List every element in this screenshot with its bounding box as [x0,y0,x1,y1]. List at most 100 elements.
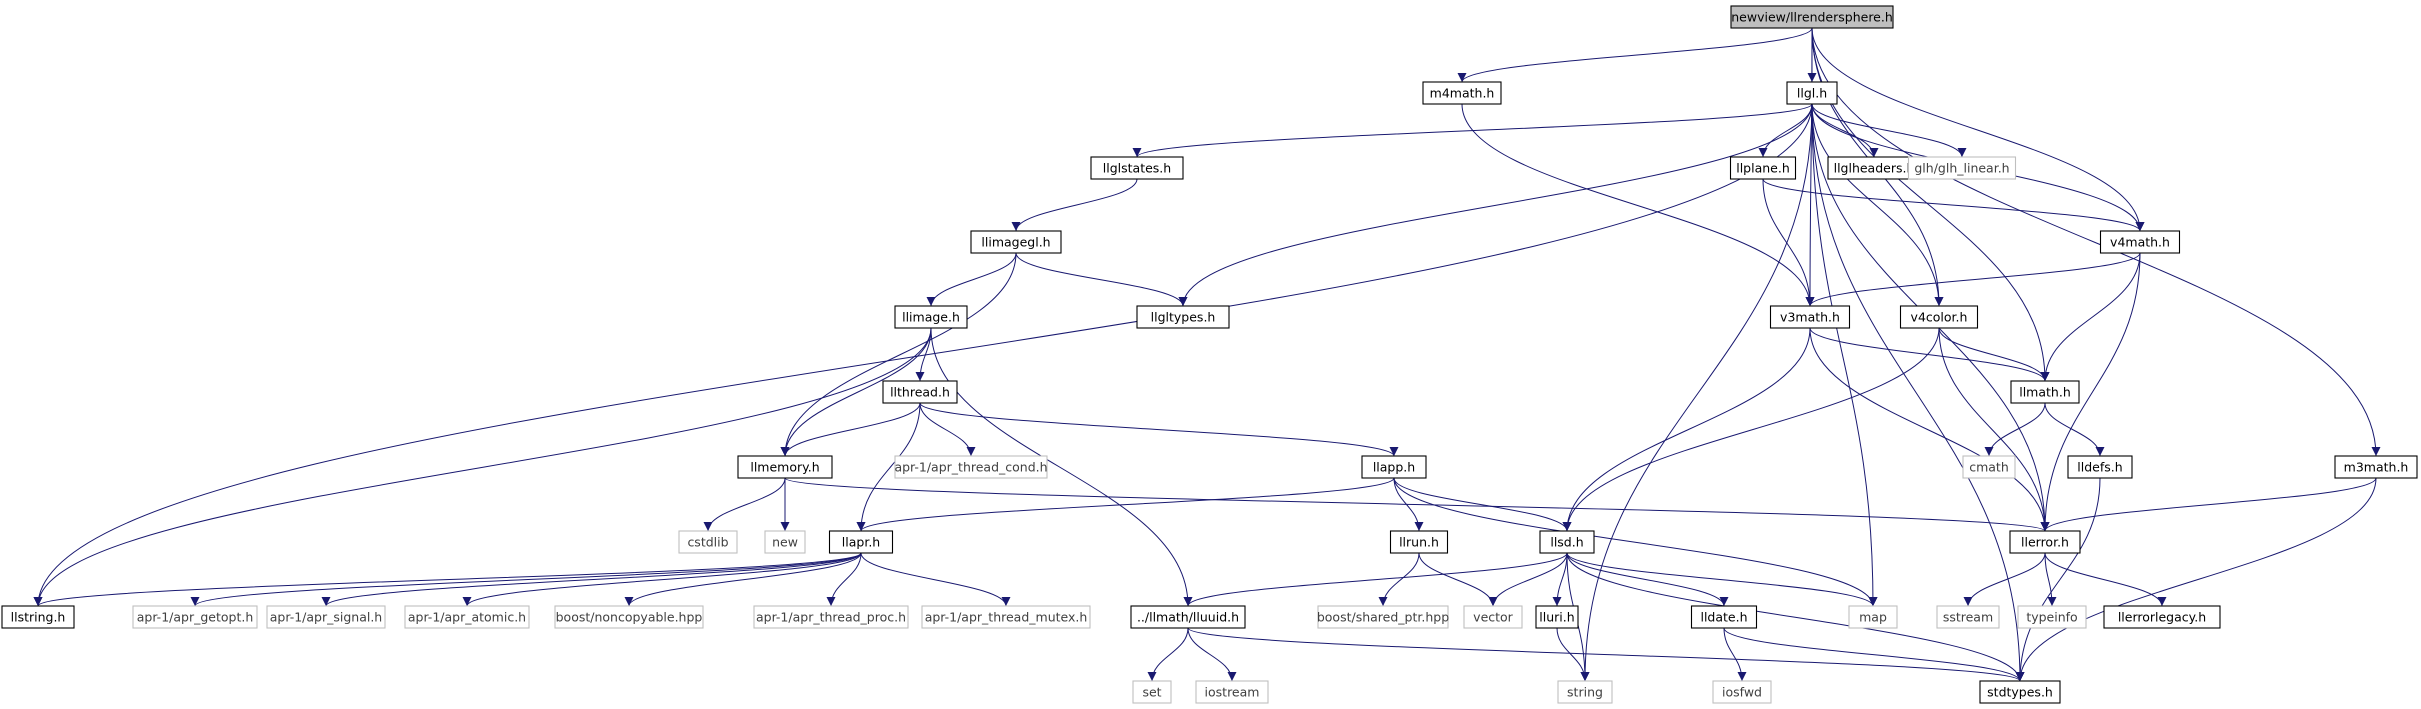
node-label-apratomic: apr-1/apr_atomic.h [408,610,526,625]
edge-v3math-to-llsd [1562,327,1811,532]
edge-llthread-to-llmemory [780,402,921,457]
node-label-v4color: v4color.h [1911,310,1968,325]
node-label-llsd: llsd.h [1550,535,1583,550]
node-llmemory[interactable]: llmemory.h [737,455,833,479]
edge-llgl-to-map [1811,103,1878,607]
edge-v4color-to-llsd [1562,327,1940,532]
edge-m3math-to-llerror [2040,477,2377,532]
node-label-root: newview/llrendersphere.h [1731,10,1893,25]
edge-llglstates-to-llimagegl [1011,178,1138,232]
node-llerror[interactable]: llerror.h [2009,530,2081,554]
edge-llapr-to-llstring [33,552,862,607]
node-llplane[interactable]: llplane.h [1729,156,1797,180]
node-lldefs[interactable]: lldefs.h [2067,455,2133,479]
node-lldate[interactable]: lldate.h [1690,605,1758,629]
edge-llgl-to-stdtypes [1811,103,2025,682]
node-box-llstring [1,605,75,629]
edge-lldate-to-stdtypes [1723,627,2025,682]
edge-lldefs-to-stdtypes [2015,477,2101,682]
node-label-v4math: v4math.h [2110,235,2170,250]
node-llerrorlegacy[interactable]: llerrorlegacy.h [2103,605,2221,629]
edge-llgl-to-v4color [1811,103,1944,307]
node-cstdlib: cstdlib [678,530,738,554]
edge-root-to-m4math [1457,27,1813,83]
node-lluri[interactable]: lluri.h [1535,605,1579,629]
node-label-llgltypes: llgltypes.h [1151,310,1216,325]
node-llglstates[interactable]: llglstates.h [1090,156,1184,180]
node-aprsignal: apr-1/apr_signal.h [266,605,386,629]
node-boostnc: boost/noncopyable.hpp [554,605,704,629]
edge-llapp-to-llapr [856,477,1395,532]
edge-llimagegl-to-llimage [926,252,1017,307]
node-aprgetopt: apr-1/apr_getopt.h [132,605,258,629]
node-box-set [1132,680,1172,704]
edge-llmemory-to-llerror [784,477,2050,532]
node-llglheaders[interactable]: llglheaders.h [1827,156,1921,180]
edge-llsd-to-lluuid [1183,552,1568,607]
node-m4math[interactable]: m4math.h [1422,81,1502,105]
edge-llapr-to-aprgetopt [190,552,862,607]
node-box-boostnc [554,605,704,629]
node-box-llapp [1361,455,1427,479]
node-box-map [1848,605,1898,629]
node-llrun[interactable]: llrun.h [1389,530,1449,554]
node-layer: newview/llrendersphere.h m4math.h llgl.h m3… [1,5,2418,704]
node-label-boostnc: boost/noncopyable.hpp [556,610,703,625]
edge-root-to-v4math [1811,27,2145,232]
node-m3math[interactable]: m3math.h [2334,455,2418,479]
node-llgltypes[interactable]: llgltypes.h [1136,305,1230,329]
node-aprcond: apr-1/apr_thread_cond.h [894,455,1048,479]
node-label-llplane: llplane.h [1736,161,1790,176]
edge-llapp-to-llsd [1393,477,1572,532]
node-box-lldefs [2067,455,2133,479]
node-v4color[interactable]: v4color.h [1899,305,1979,329]
node-label-vector: vector [1473,610,1514,625]
node-box-llimagegl [970,230,1062,254]
node-box-string [1557,680,1613,704]
edge-llsd-to-map [1566,552,1878,607]
edge-llthread-to-llapr [856,402,921,532]
node-v4math[interactable]: v4math.h [2099,230,2181,254]
node-label-typeinfo: typeinfo [2026,610,2077,625]
node-v3math[interactable]: v3math.h [1769,305,1851,329]
edge-llimage-to-lluuid [930,327,1193,607]
node-lluuid[interactable]: ../llmath/lluuid.h [1130,605,1246,629]
node-box-llrun [1389,530,1449,554]
node-box-apratomic [404,605,530,629]
node-box-llgltypes [1136,305,1230,329]
node-box-llmath [2010,380,2080,404]
node-llthread[interactable]: llthread.h [882,380,958,404]
node-llstring[interactable]: llstring.h [1,605,75,629]
node-cmath: cmath [1962,455,2016,479]
node-box-root [1730,5,1894,29]
node-box-llapr [828,530,894,554]
node-label-llerror: llerror.h [2021,535,2069,550]
node-map: map [1848,605,1898,629]
node-llimagegl[interactable]: llimagegl.h [970,230,1062,254]
edge-llapr-to-aprmutex [860,552,1011,607]
node-llsd[interactable]: llsd.h [1539,530,1595,554]
node-label-llmemory: llmemory.h [750,460,819,475]
node-box-lldate [1690,605,1758,629]
node-llgl[interactable]: llgl.h [1786,81,1838,105]
node-box-llthread [882,380,958,404]
node-label-llimagegl: llimagegl.h [981,235,1050,250]
node-llapp[interactable]: llapp.h [1361,455,1427,479]
edge-v3math-to-llerror [1809,327,2050,532]
node-label-llerrorlegacy: llerrorlegacy.h [2118,610,2206,625]
node-llmath[interactable]: llmath.h [2010,380,2080,404]
node-llapr[interactable]: llapr.h [828,530,894,554]
node-llimage[interactable]: llimage.h [894,305,968,329]
node-box-cmath [1962,455,2016,479]
node-box-sstream [1936,605,2000,629]
edge-root-to-v3math [1805,27,1815,307]
node-root[interactable]: newview/llrendersphere.h [1730,5,1894,29]
edge-lluri-to-string [1556,627,1590,682]
edge-v4math-to-llmath [2040,252,2141,382]
node-label-v3math: v3math.h [1780,310,1840,325]
node-label-iostream: iostream [1205,685,1260,700]
node-label-llthread: llthread.h [890,385,950,400]
node-stdtypes[interactable]: stdtypes.h [1979,680,2061,704]
node-box-llglstates [1090,156,1184,180]
node-box-new [764,530,806,554]
